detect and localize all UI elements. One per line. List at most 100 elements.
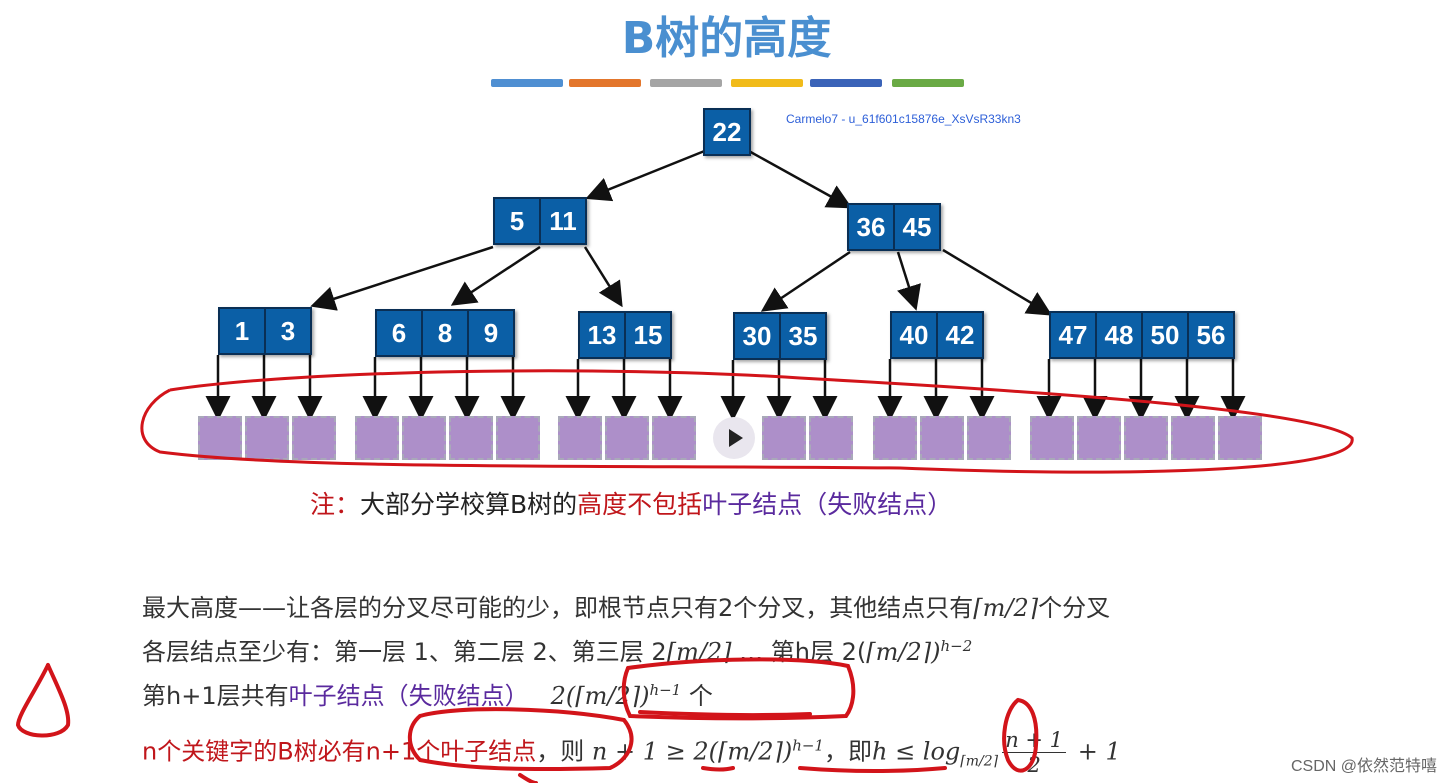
- node-key: 50: [1143, 313, 1189, 357]
- failure-leaf: [809, 416, 853, 460]
- failure-leaf: [1171, 416, 1215, 460]
- node-level2-1: 5 11: [493, 197, 587, 245]
- edge: [760, 250, 851, 312]
- failure-leaf: [198, 416, 242, 460]
- failure-leaf: [652, 416, 696, 460]
- divider-bar-1: [491, 79, 563, 87]
- content-line-2: 各层结点至少有：第一层 1、第二层 2、第三层 2⌈m/2⌉ … 第h层 2(⌈…: [142, 632, 972, 667]
- line4-exp: h−1: [792, 736, 824, 755]
- node-root: 22: [703, 108, 751, 156]
- failure-leaf: [762, 416, 806, 460]
- failure-leaf: [449, 416, 493, 460]
- line2-text: 各层结点至少有：第一层 1、第二层 2、第三层 2: [142, 638, 667, 666]
- node-key: 47: [1051, 313, 1097, 357]
- node-key: 42: [945, 319, 975, 350]
- node-key: 35: [788, 320, 818, 351]
- node-key: 8: [423, 311, 469, 355]
- line4-tail: + 1: [1070, 737, 1121, 766]
- node-key: 30: [735, 314, 781, 358]
- node-key: 5: [495, 199, 541, 243]
- node-key: 3: [280, 315, 296, 346]
- failure-leaf: [402, 416, 446, 460]
- line1-tail: 个分叉: [1038, 594, 1111, 622]
- failure-leaf: [245, 416, 289, 460]
- fraction-den: 2: [1027, 753, 1041, 777]
- line2-mid: … 第h层 2(: [731, 638, 867, 666]
- failure-leaf: [605, 416, 649, 460]
- edge: [896, 251, 921, 311]
- failure-leaf: [920, 416, 964, 460]
- line4-sub: ⌈m/2⌉: [960, 753, 999, 770]
- line2-math1: ⌈m/2⌉: [666, 638, 732, 666]
- node-key: 11: [549, 205, 577, 236]
- edge: [942, 248, 1053, 316]
- line1-math: ⌈m/2⌉: [973, 594, 1039, 622]
- failure-leaf: [292, 416, 336, 460]
- edge: [450, 245, 541, 306]
- content-line-4: n个关键字的B树必有n+1个叶子结点，则 n + 1 ≥ 2(⌈m/2⌉)h−1…: [142, 728, 1121, 777]
- node-key: 45: [902, 211, 932, 242]
- play-icon[interactable]: [713, 417, 755, 459]
- node-key: 56: [1196, 319, 1226, 350]
- node-key: 9: [483, 317, 499, 348]
- node-key: 48: [1097, 313, 1143, 357]
- line3-tail: 个: [681, 682, 713, 710]
- failure-leaf: [355, 416, 399, 460]
- divider-bar-4: [731, 79, 803, 87]
- node-key: 36: [849, 205, 895, 249]
- content-line-3: 第h+1层共有叶子结点（失败结点）2(⌈m/2⌉)h−1 个: [142, 676, 713, 711]
- note-text-3: 叶子结点（失败结点）: [702, 490, 953, 519]
- note-text-2: 高度不包括: [577, 490, 703, 519]
- node-key: 15: [633, 319, 663, 350]
- csdn-footer: CSDN @依然范特嘻: [1290, 758, 1437, 775]
- divider-bar-3: [650, 79, 722, 87]
- line4-text-b: ，则: [536, 737, 592, 766]
- edge-root-left: [585, 148, 708, 202]
- line3-text-a: 第h+1层共有: [142, 682, 289, 710]
- line3-text-b: 叶子结点（失败结点）: [288, 682, 529, 710]
- divider-bar-5: [810, 79, 882, 87]
- line4-math: n + 1 ≥ 2(⌈m/2⌉): [591, 737, 793, 766]
- failure-leaf: [967, 416, 1011, 460]
- node-key: 40: [892, 313, 938, 357]
- edge: [583, 246, 623, 308]
- fraction-num: n + 1: [1005, 728, 1064, 752]
- failure-leaf: [558, 416, 602, 460]
- line4-math2: h ≤ log: [871, 737, 961, 766]
- watermark-text: Carmelo7 - u_61f601c15876e_XsVsR33kn3: [786, 112, 1021, 126]
- failure-leaf: [496, 416, 540, 460]
- failure-leaf: [1124, 416, 1168, 460]
- node-key: 6: [377, 311, 423, 355]
- edge-root-right: [746, 148, 853, 209]
- node-key: 22: [712, 116, 742, 147]
- divider-bar-2: [569, 79, 641, 87]
- line1-text: 最大高度——让各层的分叉尽可能的少，即根节点只有2个分叉，其他结点只有: [142, 594, 974, 622]
- note-line: 注：大部分学校算B树的高度不包括叶子结点（失败结点）: [310, 485, 952, 521]
- note-text-1: 大部分学校算B树的: [360, 490, 578, 519]
- line2-exp: h−2: [940, 637, 973, 655]
- node-key: 1: [220, 309, 266, 353]
- content-line-1: 最大高度——让各层的分叉尽可能的少，即根节点只有2个分叉，其他结点只有⌈m/2⌉…: [142, 588, 1110, 623]
- note-prefix: 注：: [310, 490, 361, 519]
- failure-leaf: [1077, 416, 1121, 460]
- node-key: 13: [580, 313, 626, 357]
- edge: [310, 245, 494, 311]
- failure-leaf: [1218, 416, 1262, 460]
- slide-title: B树的高度: [621, 13, 832, 64]
- line4-text-a: n个关键字的B树必有n+1个叶子结点: [142, 737, 537, 766]
- line2-math2: ⌈m/2⌉): [866, 638, 941, 666]
- line4-text-c: ，即: [823, 737, 872, 766]
- line3-exp: h−1: [649, 681, 682, 699]
- failure-leaf: [873, 416, 917, 460]
- divider-bar-6: [892, 79, 964, 87]
- failure-leaf: [1030, 416, 1074, 460]
